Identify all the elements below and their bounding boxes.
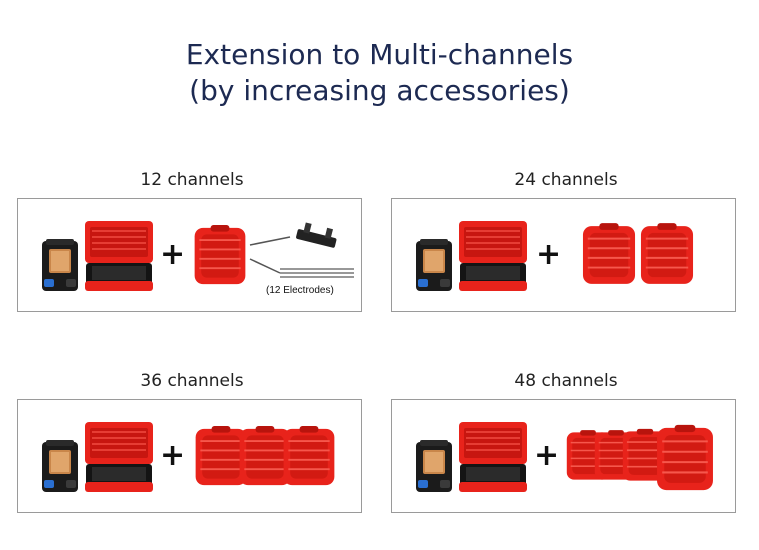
red-case-open-icon bbox=[84, 420, 154, 494]
red-case-open-icon bbox=[458, 420, 528, 494]
red-case-open-icon bbox=[458, 219, 528, 293]
red-case-closed-icon bbox=[640, 223, 694, 287]
electrodes-note: (12 Electrodes) bbox=[266, 285, 334, 296]
plus-sign: + bbox=[160, 237, 186, 272]
panel-48-channels: + bbox=[391, 399, 736, 513]
device-unit-icon bbox=[40, 237, 80, 293]
page-title: Extension to Multi-channels bbox=[185, 38, 574, 71]
red-case-open-icon bbox=[84, 219, 154, 293]
device-unit-icon bbox=[414, 237, 454, 293]
electrode-rods-icon bbox=[280, 268, 354, 278]
electrode-cable-icon bbox=[249, 222, 337, 274]
plus-sign: + bbox=[534, 438, 560, 473]
red-case-closed-icon bbox=[656, 424, 714, 494]
device-unit-icon bbox=[414, 438, 454, 494]
panel-label-36-channels: 36 channels bbox=[140, 371, 244, 391]
panel-24-channels: + bbox=[391, 198, 736, 312]
red-case-closed-icon bbox=[582, 223, 636, 287]
page-subtitle: (by increasing accessories) bbox=[189, 74, 570, 107]
red-case-closed-icon bbox=[282, 426, 336, 488]
panel-label-12-channels: 12 channels bbox=[140, 170, 244, 190]
red-case-closed-icon bbox=[192, 225, 248, 287]
panel-label-24-channels: 24 channels bbox=[514, 170, 618, 190]
plus-sign: + bbox=[536, 237, 562, 272]
device-unit-icon bbox=[40, 438, 80, 494]
panel-label-48-channels: 48 channels bbox=[514, 371, 618, 391]
plus-sign: + bbox=[160, 438, 186, 473]
panel-36-channels: + bbox=[17, 399, 362, 513]
panel-12-channels: + (12 Electrodes) bbox=[17, 198, 362, 312]
